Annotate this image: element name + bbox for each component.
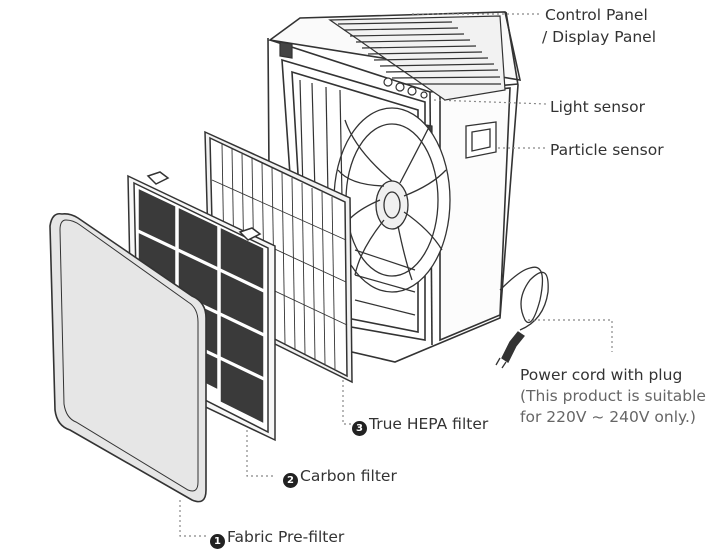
- label-hepa-text: True HEPA filter: [369, 415, 489, 433]
- label-control-panel-line2: / Display Panel: [542, 28, 657, 46]
- particle-sensor-cover: [465, 121, 497, 159]
- control-buttons: [383, 77, 428, 99]
- label-control-panel: Control Panel: [545, 6, 648, 24]
- label-power-cord: Power cord with plug: [520, 366, 682, 384]
- fabric-prefilter: [49, 212, 207, 503]
- number-badge-3: 3: [352, 421, 367, 436]
- label-power-note-1: (This product is suitable: [520, 387, 706, 405]
- label-particle-sensor: Particle sensor: [550, 141, 664, 159]
- fan: [333, 107, 451, 293]
- label-control-panel-line1: Control Panel: [545, 6, 648, 24]
- control-panel-grill: [328, 15, 506, 101]
- label-power-note-2: for 220V ~ 240V only.): [520, 408, 696, 426]
- power-cord: [495, 266, 549, 369]
- label-power-cord-text: Power cord with plug: [520, 366, 683, 384]
- label-prefilter-text: Fabric Pre-filter: [227, 528, 345, 546]
- label-display-panel: / Display Panel: [542, 28, 656, 46]
- leader-lines: [179, 13, 613, 537]
- label-power-note-2-text: for 220V ~ 240V only.): [520, 408, 696, 426]
- number-badge-1: 1: [210, 534, 225, 549]
- label-particle-sensor-text: Particle sensor: [550, 141, 664, 159]
- label-light-sensor-text: Light sensor: [550, 98, 645, 116]
- label-carbon-text: Carbon filter: [300, 467, 397, 485]
- label-light-sensor: Light sensor: [550, 98, 645, 116]
- label-power-note-1-text: (This product is suitable: [520, 387, 706, 405]
- number-badge-2: 2: [283, 473, 298, 488]
